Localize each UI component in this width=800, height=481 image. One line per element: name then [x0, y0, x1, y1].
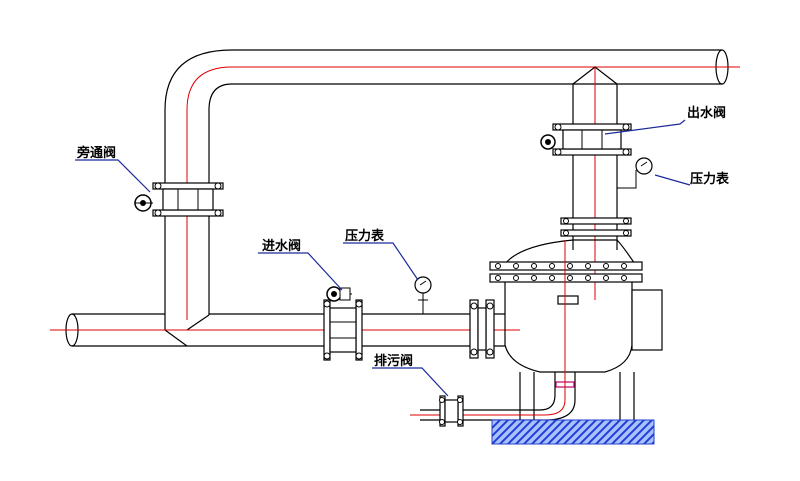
inlet-pipe: [50, 313, 520, 347]
outlet-valve: [540, 123, 632, 156]
leader-bypass: [75, 159, 151, 193]
pressure-gauge-top: [617, 157, 653, 189]
label-inlet-valve: 进水阀: [262, 238, 301, 254]
foundation-slab: [491, 419, 655, 445]
bypass-valve: [134, 182, 224, 217]
label-drain-valve: 排污阀: [374, 353, 413, 369]
label-pressure-gauge-mid: 压力表: [345, 228, 385, 244]
leader-inlet: [258, 252, 343, 291]
drain-assembly: [410, 372, 576, 427]
leader-gauge-top: [654, 174, 691, 186]
filter-tank: [489, 239, 663, 421]
top-pipe: [164, 49, 740, 330]
label-outlet-valve: 出水阀: [687, 105, 726, 121]
tank-flange-bolts: [495, 263, 627, 281]
inlet-valve: [323, 286, 363, 361]
label-bypass-valve: 旁通阀: [76, 145, 116, 161]
leader-gauge-mid: [343, 242, 419, 281]
tank-inlet-flange: [469, 299, 505, 359]
pressure-gauge-mid: [414, 276, 432, 314]
outlet-pipe-flange: [560, 217, 632, 237]
label-pressure-gauge-top: 压力表: [690, 171, 730, 187]
leader-drain: [372, 367, 449, 397]
leader-outlet: [604, 119, 686, 135]
